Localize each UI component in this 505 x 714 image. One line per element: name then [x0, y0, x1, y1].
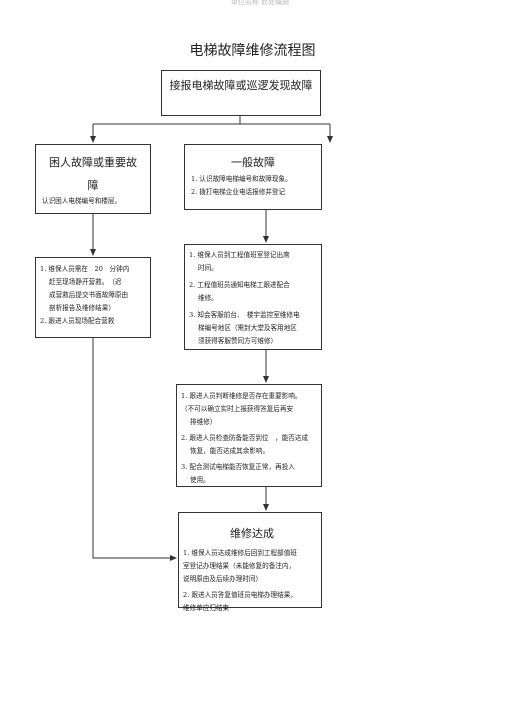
connector-left-mid-to-end: [92, 338, 177, 561]
followup-step-line: 排维修）: [190, 418, 217, 426]
dispatch-step-line: 梯编号地区（需封大堂及客用地区: [198, 324, 297, 332]
followup-step-line: 2. 跟进人员检查防备能否到位 ，能否达成: [181, 434, 309, 442]
critical-fault-body: 认识困人电梯编号和楼层。: [42, 197, 122, 205]
followup-step-line: 3. 配合测试电梯能否恢复正常，再投入: [181, 463, 295, 471]
rescue-step-line: 成营救后提交书面故障原由: [49, 291, 129, 299]
rescue-step-line: 赶至现场静开营救。 （迟: [49, 278, 122, 286]
general-fault-title: 一般故障: [231, 156, 275, 169]
dispatch-step-line: 维修。: [198, 294, 218, 302]
critical-fault-title-line2: 障: [87, 179, 99, 192]
header-note: 单位名称 此处编辑: [230, 0, 290, 6]
dispatch-step-line: 时间。: [198, 264, 218, 272]
rescue-step-line: 1. 维保人员需在 20 分钟内: [40, 265, 130, 273]
page-title: 电梯故障维修流程图: [189, 43, 316, 59]
repair-complete-line: 1. 维保人员达成维修后回到工程部值班: [183, 549, 297, 557]
rescue-steps-box: 1. 维保人员需在 20 分钟内 赶至现场静开营救。 （迟 成营救后提交书面故障…: [35, 257, 151, 338]
repair-complete-title: 维修达成: [230, 527, 274, 540]
dispatch-step-line: 2. 工程值班员通知电梯工跟进配合: [189, 281, 290, 289]
general-fault-item: 2. 拨打电梯企业电话报修并登记: [191, 188, 286, 196]
dispatch-steps-box: 1. 维保人员到工程值班室登记出席 时间。 2. 工程值班员通知电梯工跟进配合 …: [184, 244, 322, 350]
repair-complete-line: 室登记办理结果（未能修复的备注内，: [183, 562, 296, 570]
critical-fault-title-line1: 困人故障或重要故: [49, 156, 137, 169]
general-fault-box: 一般故障 1. 认识故障电梯编号和故障现象。 2. 拨打电梯企业电话报修并登记: [184, 144, 322, 210]
rescue-step-line: 2. 跟进人员现场配合营救: [40, 317, 115, 325]
repair-complete-line: 说明原由及后续办理时间）: [183, 575, 263, 583]
followup-step-line: （不可以确立实时上报获得答复后再安: [181, 405, 294, 413]
start-box: 接报电梯故障或巡逻发现故障: [161, 70, 321, 116]
critical-fault-box: 困人故障或重要故 障 认识困人电梯编号和楼层。: [35, 144, 151, 214]
followup-step-line: 恢复，能否达成其余影响。: [190, 447, 270, 455]
general-fault-item: 1. 认识故障电梯编号和故障现象。: [191, 175, 292, 183]
followup-step-line: 1. 跟进人员判断维修是否存在重要影响。: [181, 392, 302, 400]
repair-complete-line: 维修单应归结束: [183, 604, 230, 612]
dispatch-step-line: 须获得客服赞同方可维修）: [198, 337, 278, 345]
dispatch-step-line: 3. 知会客服前台、 楼宇监控室维修电: [189, 311, 300, 319]
rescue-step-line: 剖析报告及维修结果）: [49, 304, 115, 312]
followup-step-line: 使用。: [190, 476, 210, 484]
repair-complete-line: 2. 跟进人员答复值班员电梯办理结果，: [183, 591, 297, 599]
dispatch-step-line: 1. 维保人员到工程值班室登记出席: [189, 251, 290, 259]
repair-complete-box: 维修达成 1. 维保人员达成维修后回到工程部值班 室登记办理结果（未能修复的备注…: [178, 512, 322, 612]
followup-steps-box: 1. 跟进人员判断维修是否存在重要影响。 （不可以确立实时上报获得答复后再安 排…: [176, 384, 322, 487]
start-text: 接报电梯故障或巡逻发现故障: [169, 79, 313, 92]
